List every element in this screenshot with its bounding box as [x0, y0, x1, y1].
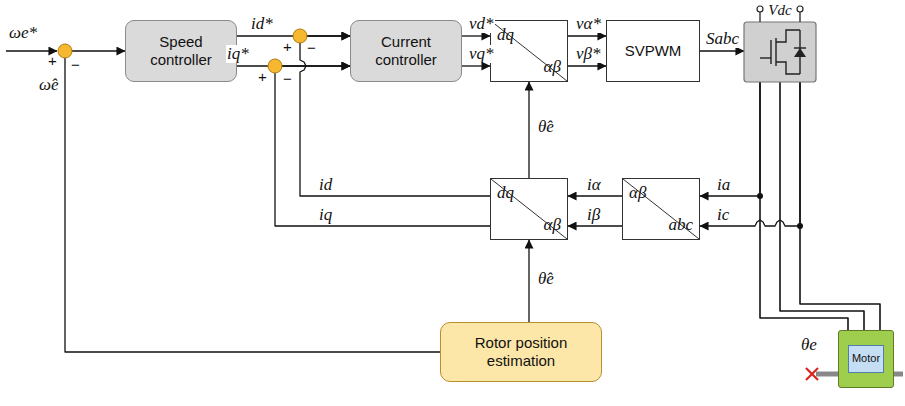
signal-name: iβ	[586, 206, 601, 224]
reference-input-line	[6, 50, 57, 51]
summing-junction	[58, 44, 72, 58]
signal-arrow	[700, 82, 760, 196]
rotor-angle: θe	[800, 336, 818, 354]
phase-wire	[780, 82, 864, 330]
node-text: Speed controller	[132, 33, 230, 69]
minus-sign: −	[282, 71, 293, 87]
node-text: αβ	[544, 57, 561, 77]
signal-arrow	[462, 35, 490, 36]
signal-name: vα*	[575, 15, 602, 33]
dc-terminal	[797, 6, 803, 12]
dq-transform: dq αβ	[490, 20, 568, 82]
node-text: abc	[668, 215, 693, 235]
signal-name: vβ*	[575, 45, 602, 63]
motor: Motor	[838, 330, 894, 388]
signal-arrow	[528, 82, 529, 178]
node-text: Rotor position estimation	[447, 334, 595, 370]
signal-arrow	[568, 195, 622, 196]
dc-terminal	[757, 6, 763, 12]
signal-arrow	[65, 51, 440, 352]
node-text: αβ	[629, 183, 646, 203]
signal-arrow	[528, 240, 529, 322]
node-text: αβ	[544, 215, 561, 235]
no-sensor-mark	[806, 368, 818, 380]
node-text: dq	[497, 183, 514, 203]
signal-arrow	[462, 65, 490, 66]
plus-sign: +	[282, 39, 293, 55]
inverter-box	[744, 22, 816, 82]
svpwm-block: SVPWM	[606, 20, 700, 82]
node-text: Motor	[848, 345, 884, 372]
signal-name: vq*	[468, 45, 495, 63]
dc-terminal-lead	[799, 12, 800, 22]
signal-name: θ̂e	[537, 270, 555, 288]
signal-name: θ̂e	[537, 118, 555, 136]
node-text: Vdc	[744, 1, 816, 19]
signal-name: iq*	[226, 45, 250, 63]
signal-arrow	[568, 225, 622, 226]
signal-name: iα	[586, 176, 602, 194]
mosfet-symbol	[760, 30, 806, 74]
diode-symbol	[794, 48, 806, 57]
current-controller: Current controller	[350, 20, 462, 82]
motor-shaft	[816, 372, 838, 377]
signal-arrow	[700, 50, 744, 51]
phase-wire	[760, 82, 848, 330]
minus-sign: −	[70, 57, 81, 73]
position-estimator: Rotor position estimation	[440, 322, 602, 382]
node-text: Current controller	[357, 33, 455, 69]
signal-name: ia	[716, 176, 731, 194]
signal-arrow	[568, 65, 606, 66]
dq-transform: dq αβ	[490, 178, 568, 240]
summing-junction	[268, 59, 282, 73]
node-text: SVPWM	[625, 42, 682, 60]
signal-name: iq	[318, 206, 333, 224]
signal-arrow	[568, 35, 606, 36]
signal-arrow	[275, 66, 490, 226]
signal-name: ω̂e	[38, 76, 60, 94]
input-signal: ωe*	[8, 24, 38, 42]
speed-controller: Speed controller	[125, 20, 237, 82]
signal-arrow	[700, 82, 800, 226]
node-text: dq	[497, 25, 514, 45]
plus-sign: +	[257, 69, 268, 85]
clarke-transform: αβ abc	[622, 178, 700, 240]
minus-sign: −	[306, 40, 317, 56]
motor-shaft	[894, 372, 903, 377]
signal-name: Sabc	[705, 30, 740, 48]
dc-terminal-lead	[759, 12, 760, 22]
signal-name: id*	[250, 15, 274, 33]
signal-name: ic	[716, 206, 730, 224]
summing-junction	[293, 29, 307, 43]
signal-name: vd*	[468, 15, 495, 33]
inverter: Vdc	[744, 22, 816, 82]
sense-dot	[757, 193, 763, 199]
plus-sign: +	[47, 53, 58, 69]
sense-dot	[797, 223, 803, 229]
signal-name: id	[318, 176, 333, 194]
phase-wire	[800, 82, 880, 330]
